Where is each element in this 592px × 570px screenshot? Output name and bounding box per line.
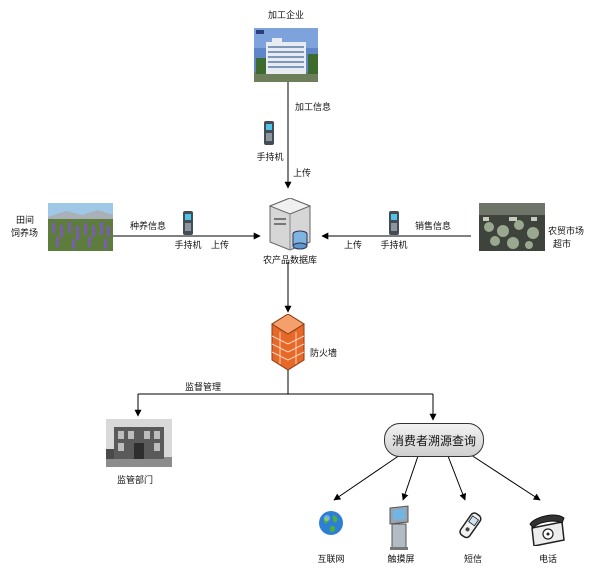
upload-right-label: 上传 <box>344 241 363 251</box>
regulator-label: 监管部门 <box>116 476 154 486</box>
sms-label: 短信 <box>463 555 483 565</box>
market-image <box>479 203 545 251</box>
market-label: 农贸市场 <box>548 227 585 237</box>
edge-to-internet <box>333 454 401 501</box>
consumer-query-node: 消费者溯源查询 <box>384 423 484 457</box>
globe-icon <box>319 511 343 535</box>
edge-to-sms <box>447 455 466 501</box>
supervision-label: 监督管理 <box>185 383 222 393</box>
processing-enterprise-label: 加工企业 <box>267 11 305 21</box>
database-server-icon <box>268 198 312 251</box>
phone-label: 电话 <box>538 555 558 565</box>
handheld-right-label: 手持机 <box>380 241 408 251</box>
handheld-left-label: 手持机 <box>174 241 202 251</box>
breeding-info-label: 种养信息 <box>130 222 167 232</box>
handheld-top-label: 手持机 <box>256 153 284 163</box>
firewall-icon <box>271 314 305 370</box>
firewall-label: 防火墙 <box>310 349 338 359</box>
regulator-building-image <box>106 419 172 467</box>
internet-label: 互联网 <box>317 555 345 565</box>
database-label: 农产品数据库 <box>262 256 318 266</box>
supermarket-label: 超市 <box>553 240 572 250</box>
processing-info-label: 加工信息 <box>295 103 332 113</box>
mobile-phone-icon <box>459 512 482 539</box>
field-label: 田间 <box>16 216 35 226</box>
handheld-device-icon <box>183 211 193 235</box>
upload-top-label: 上传 <box>293 169 312 179</box>
handheld-device-icon <box>389 211 399 235</box>
edge-to-phone <box>467 452 541 501</box>
sales-info-label: 销售信息 <box>415 222 452 232</box>
upload-left-label: 上传 <box>211 241 230 251</box>
field-farm-image <box>48 203 113 251</box>
processing-enterprise-image <box>254 28 318 82</box>
telephone-icon <box>529 514 565 546</box>
touchscreen-label: 触摸屏 <box>387 555 415 565</box>
handheld-device-icon <box>264 121 274 145</box>
farm-label: 饲养场 <box>11 229 39 239</box>
kiosk-icon <box>389 505 409 550</box>
edge-to-touchscreen <box>401 455 419 501</box>
